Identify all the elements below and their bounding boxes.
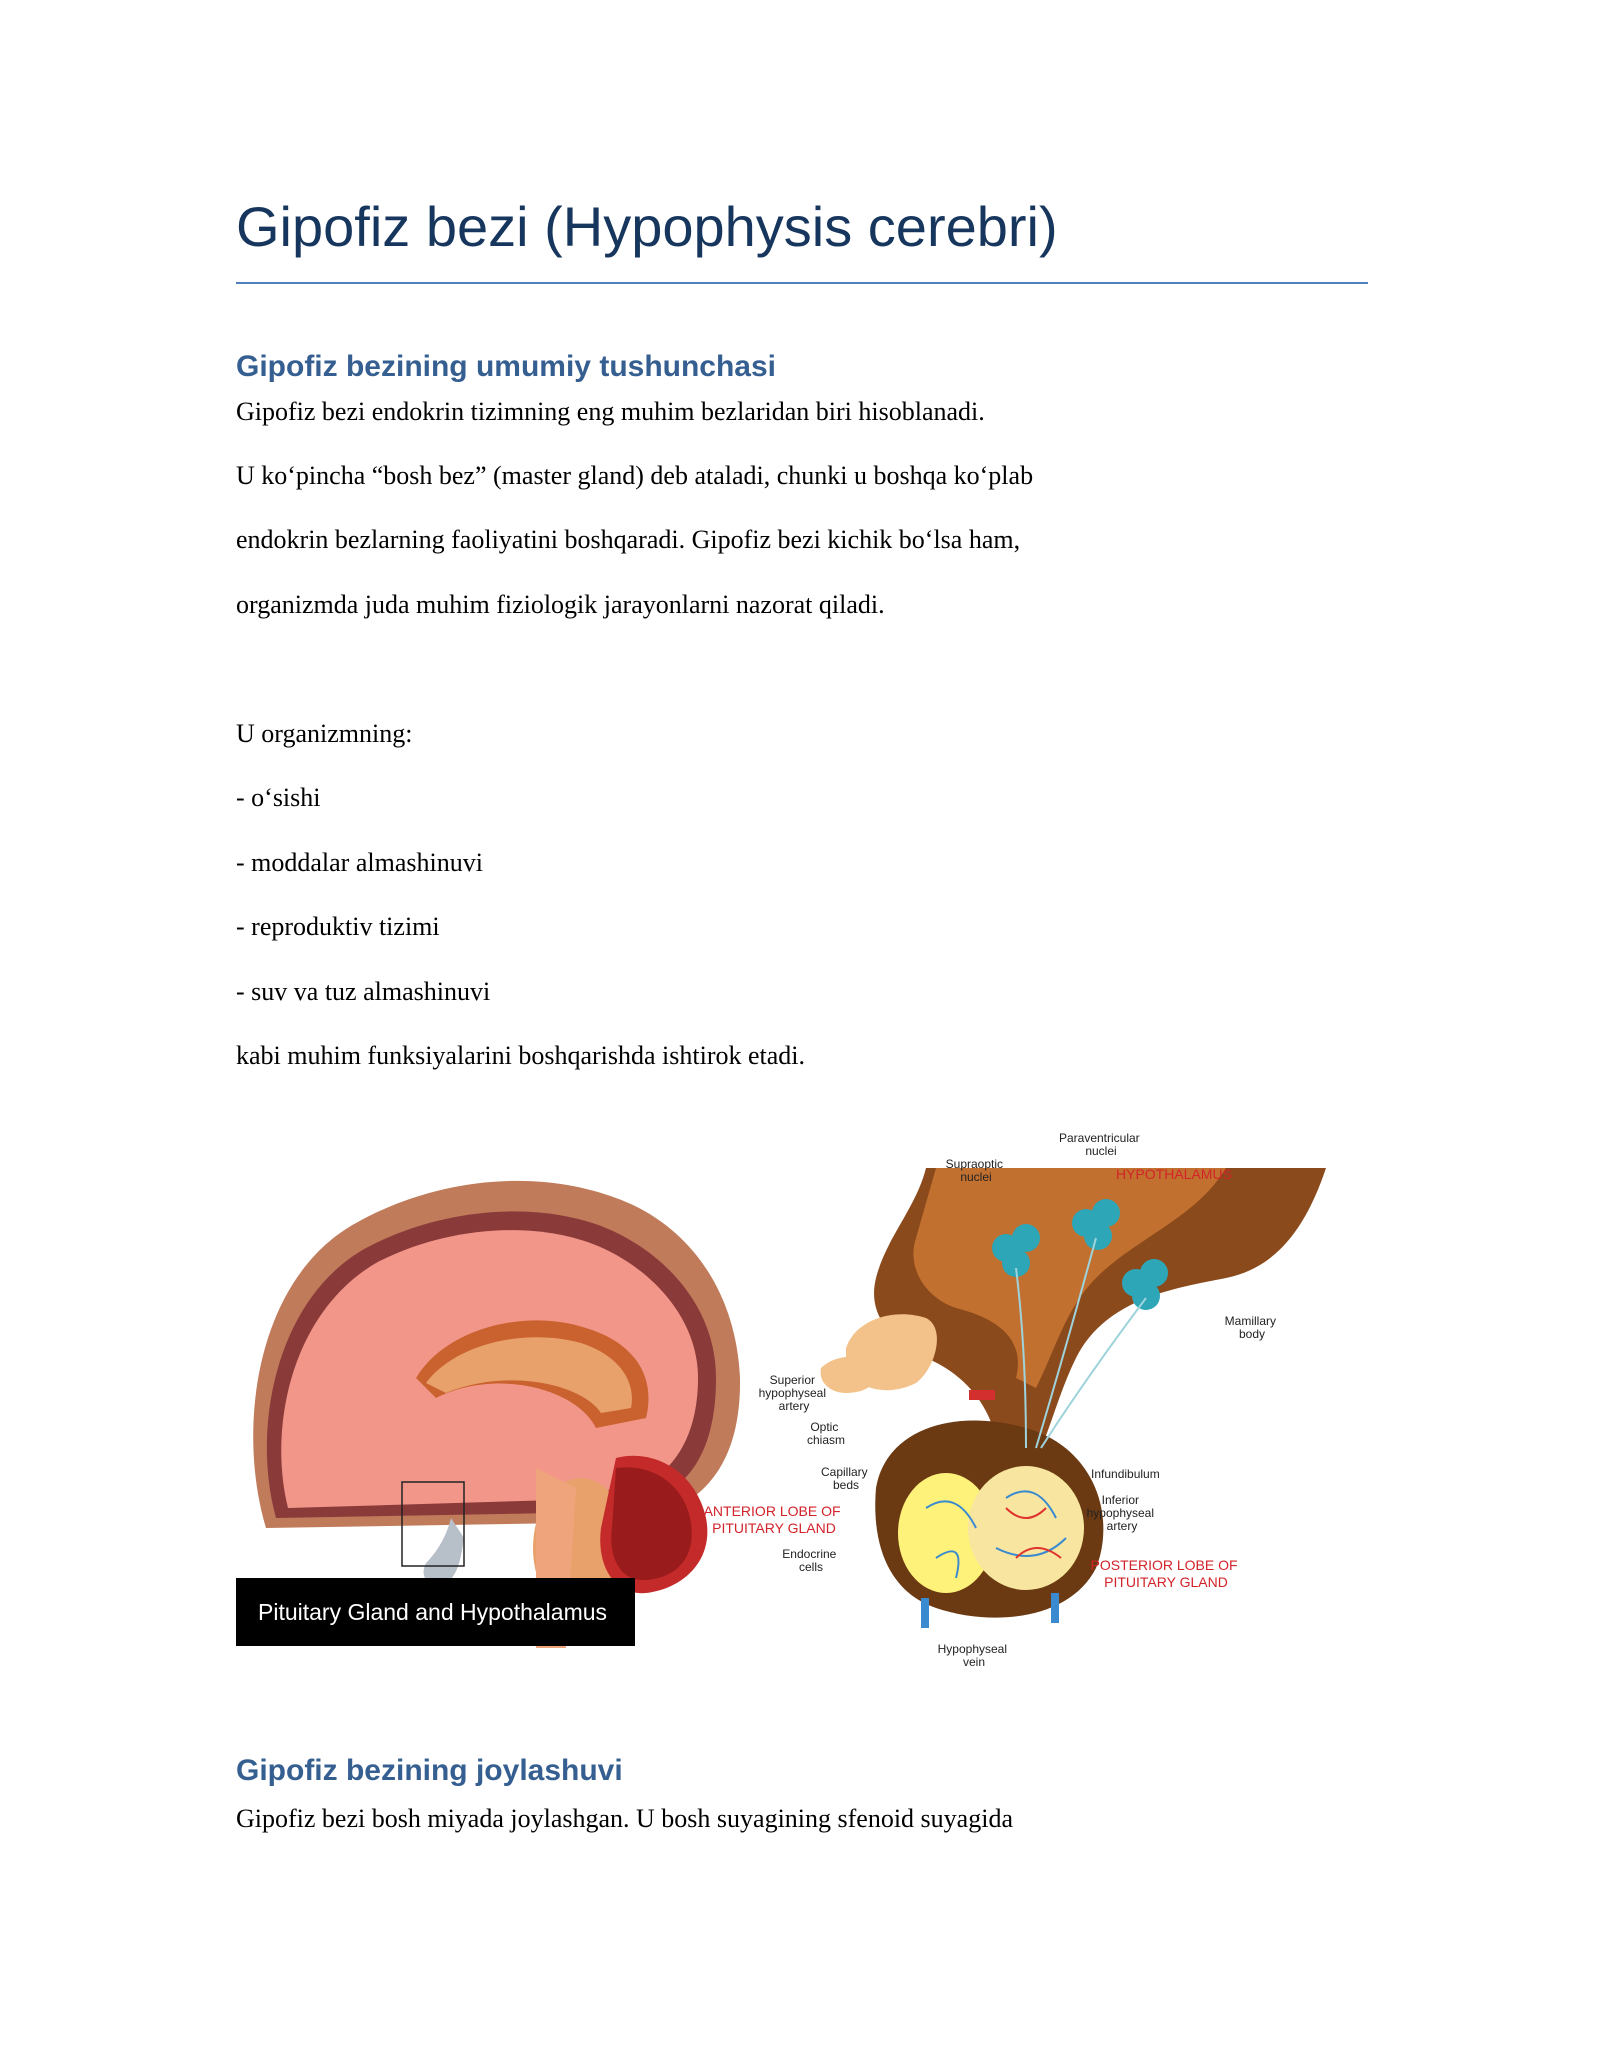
- list-item: - moddalar almashinuvi: [236, 848, 483, 877]
- label-anterior-lobe: ANTERIOR LOBE OF PITUITARY GLAND: [704, 1503, 845, 1536]
- list-item: - reproduktiv tizimi: [236, 912, 440, 941]
- label-capillary-beds: Capillary beds: [821, 1465, 871, 1492]
- label-hypophyseal-vein: Hypophyseal vein: [938, 1642, 1011, 1668]
- paragraph-line: U ko‘pincha “bosh bez” (master gland) de…: [236, 461, 1034, 490]
- label-optic-chiasm: Optic chiasm: [807, 1420, 845, 1447]
- label-supraoptic: Supraoptic nuclei: [946, 1157, 1007, 1184]
- paragraph-line: kabi muhim funksiyalarini boshqarishda i…: [236, 1041, 806, 1070]
- pituitary-figure: Paraventricular nuclei Supraoptic nuclei…: [253, 1131, 1326, 1668]
- label-inferior-artery: Inferior hypophyseal artery: [1087, 1493, 1158, 1533]
- label-paraventricular: Paraventricular nuclei: [1059, 1131, 1143, 1158]
- label-superior-artery: Superior hypophyseal artery: [759, 1373, 830, 1413]
- section-heading-overview: Gipofiz bezining umumiy tushunchasi: [236, 350, 777, 383]
- section-heading-location: Gipofiz bezining joylashuvi: [236, 1754, 623, 1787]
- paragraph-line: U organizmning:: [236, 719, 413, 748]
- paragraph-line: organizmda juda muhim fiziologik jarayon…: [236, 590, 885, 619]
- label-hypothalamus: HYPOTHALAMUS: [1116, 1166, 1232, 1182]
- label-endocrine-cells: Endocrine cells: [782, 1547, 839, 1574]
- list-item: - suv va tuz almashinuvi: [236, 977, 491, 1006]
- figure-caption-text: Pituitary Gland and Hypothalamus: [258, 1598, 608, 1625]
- list-item: - o‘sishi: [236, 783, 321, 812]
- page-title: Gipofiz bezi (Hypophysis cerebri): [236, 195, 1058, 258]
- paragraph-line: Gipofiz bezi bosh miyada joylashgan. U b…: [236, 1804, 1013, 1833]
- paragraph-line: Gipofiz bezi endokrin tizimning eng muhi…: [236, 397, 985, 426]
- label-posterior-lobe: POSTERIOR LOBE OF PITUITARY GLAND: [1091, 1557, 1242, 1590]
- paragraph-line: endokrin bezlarning faoliyatini boshqara…: [236, 525, 1021, 554]
- brain-illustration: [253, 1180, 741, 1648]
- label-mamillary: Mamillary body: [1225, 1314, 1280, 1341]
- figure-caption: Pituitary Gland and Hypothalamus: [236, 1578, 635, 1646]
- pituitary-detail-illustration: Paraventricular nuclei Supraoptic nuclei…: [704, 1131, 1326, 1668]
- label-infundibulum: Infundibulum: [1091, 1467, 1160, 1481]
- title-underline: [236, 282, 1368, 284]
